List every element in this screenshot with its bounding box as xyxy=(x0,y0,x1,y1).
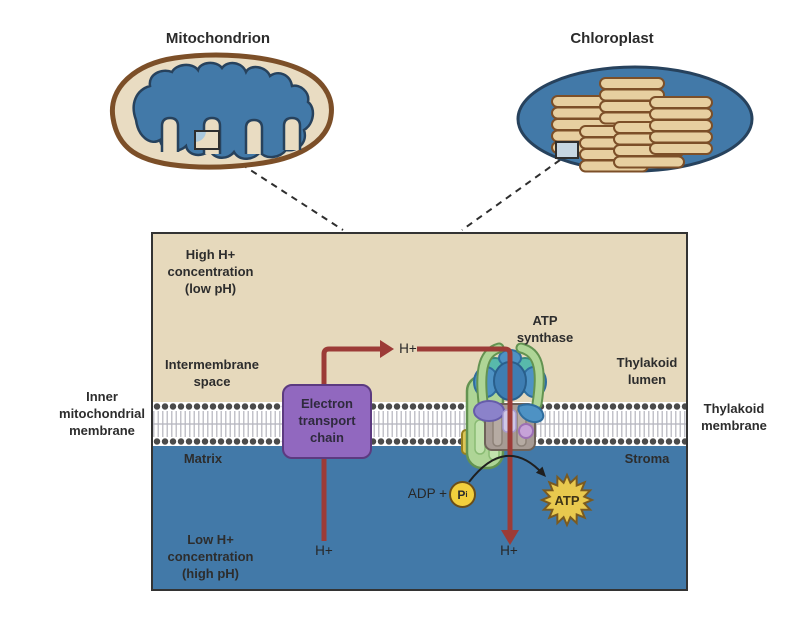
thylakoid-lumen-label: Thylakoid lumen xyxy=(616,355,678,388)
membrane-diagram: ATP Electron transport chain High H+ con… xyxy=(151,232,688,591)
stroma-label: Stroma xyxy=(624,451,670,466)
atp-synthase-label: ATP synthase xyxy=(516,313,574,346)
etc-box: Electron transport chain xyxy=(282,384,372,459)
h-plus-intermembrane-label: H+ xyxy=(399,341,417,356)
thylakoid-membrane-label: Thylakoid membrane xyxy=(701,401,767,434)
lipid-bilayer xyxy=(153,402,686,446)
chloroplast-illustration xyxy=(516,65,754,173)
inner-mitochondrial-membrane-label: Inner mitochondrial membrane xyxy=(59,389,145,439)
proton-pump-arrow xyxy=(321,340,394,541)
adp-label: ADP + xyxy=(407,486,447,501)
h-plus-synthase-label: H+ xyxy=(500,543,518,558)
chloroplast-title: Chloroplast xyxy=(570,30,654,47)
mitochondrion-illustration xyxy=(109,52,334,170)
matrix-stroma-region xyxy=(153,446,686,589)
high-h-concentration-label: High H+ concentration (low pH) xyxy=(167,247,254,297)
mitochondrion-zoom-box xyxy=(194,130,220,150)
matrix-label: Matrix xyxy=(183,451,223,466)
pi-subscript: i xyxy=(465,490,468,499)
phospholipid-heads-top xyxy=(153,402,686,411)
chloroplast-zoom-box xyxy=(555,141,579,159)
proton-flow-arrow xyxy=(417,346,519,545)
phospholipid-tails xyxy=(153,411,686,437)
phospholipid-heads-bottom xyxy=(153,437,686,446)
atp-label: ATP xyxy=(554,493,579,508)
mitochondrion-title: Mitochondrion xyxy=(165,30,271,47)
intermembrane-space-region xyxy=(153,234,686,402)
h-plus-matrix-label: H+ xyxy=(315,543,333,558)
diagram-overlay: ATP xyxy=(321,340,595,545)
intermembrane-space-label: Intermembrane space xyxy=(165,357,259,390)
grana-stacks xyxy=(551,77,713,173)
phosphorylation-arrow xyxy=(468,454,546,483)
atp-starburst: ATP xyxy=(539,472,595,528)
low-h-concentration-label: Low H+ concentration (high pH) xyxy=(167,532,254,582)
pi-label: P xyxy=(457,487,466,502)
atp-synthase-illustration xyxy=(461,342,547,470)
